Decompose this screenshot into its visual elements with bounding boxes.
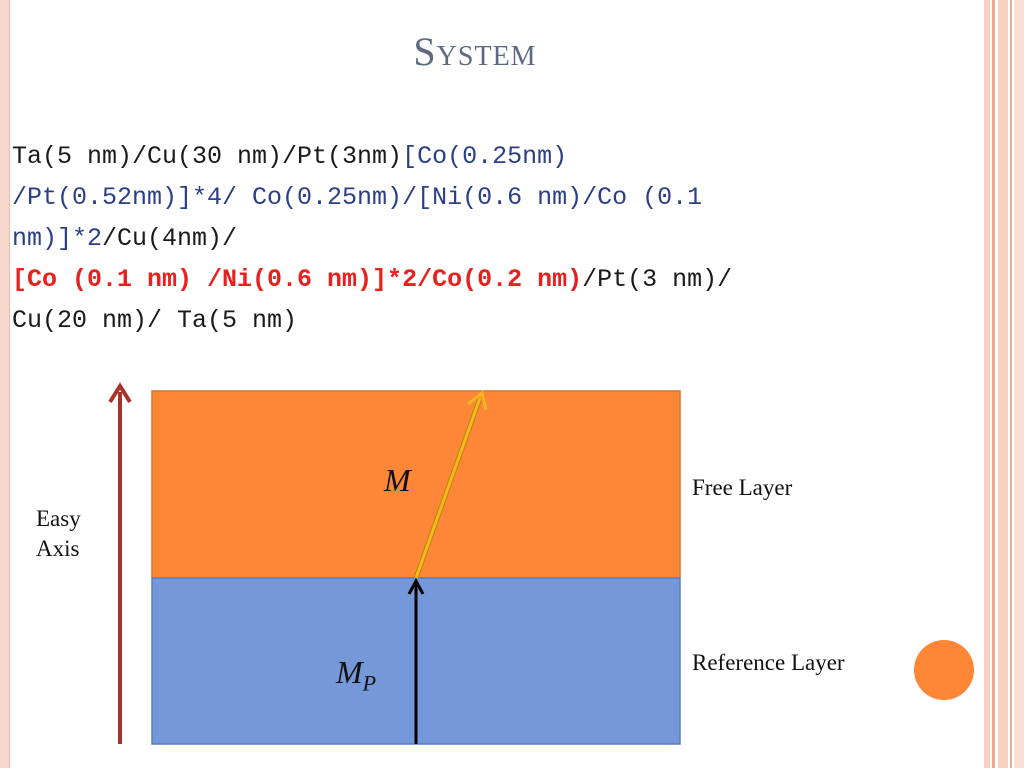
layer-stack-formula: Ta(5 nm)/Cu(30 nm)/Pt(3nm)[Co(0.25nm) /P… [12, 136, 1002, 341]
easy-axis-label-line1: Easy [36, 506, 81, 531]
mp-label-sub: P [362, 670, 377, 696]
mp-label-main: M [336, 654, 363, 690]
formula-line-2: /Pt(0.52nm)]*4/ Co(0.25nm)/[Ni(0.6 nm)/C… [12, 183, 703, 212]
mp-arrow [407, 577, 425, 744]
m-arrow [413, 390, 488, 579]
free-layer-rect [151, 390, 681, 579]
slide-title: System [413, 29, 537, 74]
mp-label: MP [336, 654, 376, 696]
reference-layer-label: Reference Layer [692, 650, 845, 675]
accent-circle [914, 640, 974, 700]
formula-line-4: [Co (0.1 nm) /Ni(0.6 nm)]*2/Co(0.2 nm)/P… [12, 259, 1002, 300]
formula-line-3: nm)]*2/Cu(4nm)/ [12, 218, 1002, 259]
free-layer-label: Free Layer [692, 475, 793, 500]
formula-text-blue: [Co(0.25nm) [402, 142, 568, 171]
right-decor-stripes [984, 0, 1024, 768]
left-decor-bar [0, 0, 10, 768]
formula-text-highlight: [Co (0.1 nm) /Ni(0.6 nm)]*2/Co(0.2 nm) [12, 265, 583, 294]
easy-axis-label-line2: Axis [36, 536, 80, 561]
formula-text: /Pt(3 nm)/ [582, 265, 733, 294]
easy-axis-arrow [108, 382, 132, 744]
formula-text-blue: nm)]*2 [12, 224, 103, 253]
formula-text: /Cu(4nm)/ [102, 224, 238, 253]
formula-line-1: Ta(5 nm)/Cu(30 nm)/Pt(3nm)[Co(0.25nm) [12, 136, 1002, 177]
m-label: M [384, 462, 411, 498]
formula-text: Ta(5 nm)/Cu(30 nm)/Pt(3nm) [12, 142, 403, 171]
formula-line-5: Cu(20 nm)/ Ta(5 nm) [12, 306, 298, 335]
